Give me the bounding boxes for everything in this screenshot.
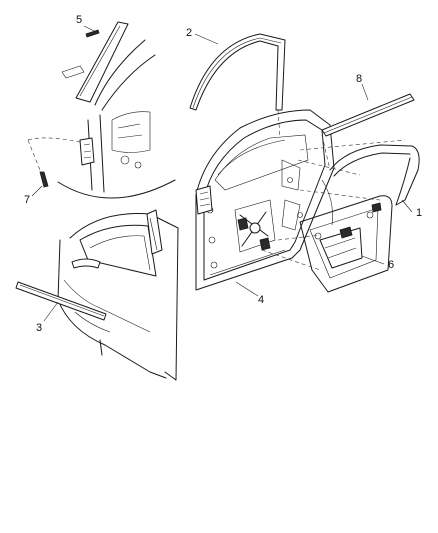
callout-6: 6 [388, 259, 394, 271]
callout-1: 1 [416, 207, 422, 219]
trim-panel [299, 195, 393, 293]
projection-lines [261, 109, 406, 271]
door-edge-trim [146, 209, 163, 255]
door-glass [321, 144, 420, 226]
frame-weatherstrip [189, 33, 286, 111]
callout-8: 8 [356, 73, 362, 85]
callout-4: 4 [258, 294, 264, 306]
callout-7: 7 [24, 194, 30, 206]
callout-3: 3 [36, 322, 42, 334]
callout-2: 2 [186, 27, 192, 39]
leader-lines [31, 25, 413, 322]
inner-door-frame [195, 109, 335, 291]
detail-inset [27, 21, 176, 199]
callout-labels: 1 2 3 4 5 6 7 8 [24, 14, 422, 334]
belt-weatherstrip [15, 281, 107, 321]
callout-5: 5 [76, 14, 82, 26]
inner-belt-strip [321, 93, 415, 137]
